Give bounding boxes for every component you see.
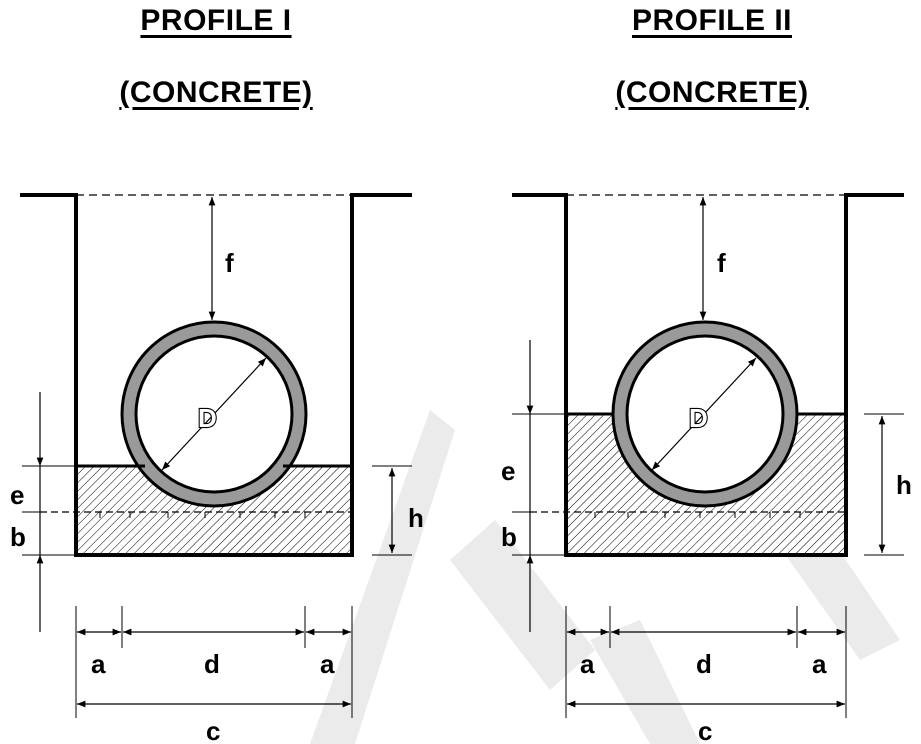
profile-2-label-a-right: a [812, 649, 827, 679]
profile-1-label-a-left: a [91, 649, 106, 679]
profile-1-label-d: d [204, 649, 220, 679]
profile-2-title: PROFILE II [631, 4, 793, 37]
profile-1-trench [20, 193, 412, 557]
profile-2-drawing: f D e b h a d a c [501, 193, 912, 744]
profile-1-label-e: e [10, 480, 24, 510]
profile-2-label-b: b [501, 522, 517, 552]
profile-2-label-D: D [689, 403, 708, 433]
profile-2-label-h: h [896, 470, 912, 500]
profile-1-material: (CONCRETE) [119, 76, 313, 109]
profile-2-label-f: f [717, 248, 726, 278]
profile-1-label-a-right: a [320, 649, 335, 679]
profile-1-label-h: h [408, 503, 424, 533]
profile-2-trench [512, 193, 904, 557]
profile-2-label-d: d [696, 649, 712, 679]
profile-1-label-b: b [10, 522, 26, 552]
profile-1-label-D: D [198, 403, 217, 433]
profile-2-label-e: e [501, 456, 515, 486]
profile-2-label-c: c [698, 716, 712, 744]
profile-2-material: (CONCRETE) [615, 76, 809, 109]
profile-1-drawing: f D e b h a d a c [10, 193, 424, 744]
profile-1-title: PROFILE I [140, 4, 292, 37]
profile-2-label-a-left: a [580, 649, 595, 679]
profile-1-label-c: c [206, 716, 220, 744]
profile-1-label-f: f [225, 248, 234, 278]
